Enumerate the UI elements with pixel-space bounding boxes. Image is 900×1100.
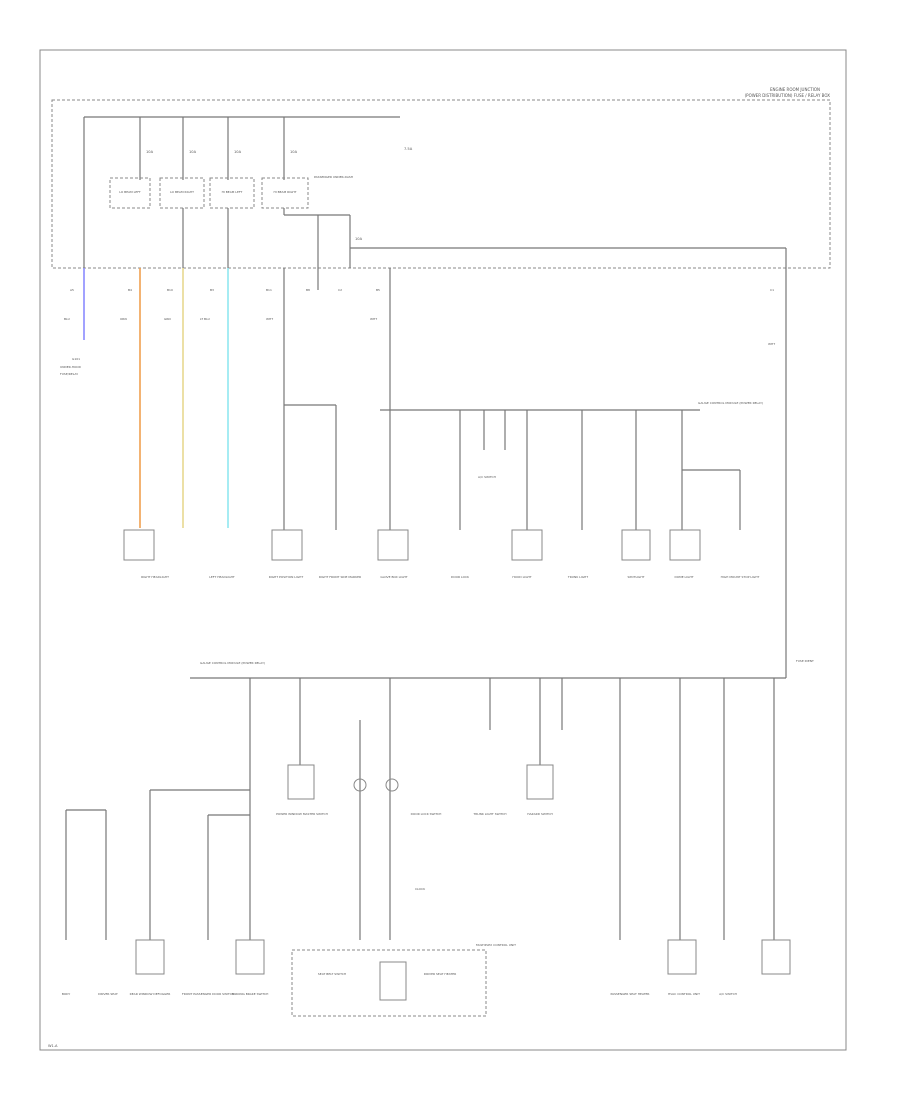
fuse-label-4: 10A bbox=[290, 150, 298, 154]
wire-color-3: GRN bbox=[164, 317, 171, 321]
ground-desc-2: FUSE/RELAY bbox=[60, 372, 78, 376]
upper-load-labels: RIGHT HEADLIGHT LEFT HEADLIGHT RIGHT POS… bbox=[141, 575, 759, 579]
module-label-2: LO BEAM RIGHT bbox=[170, 190, 194, 194]
pin-9: C1 bbox=[770, 288, 774, 292]
upper-load-8: TRUNK LIGHT bbox=[567, 575, 588, 579]
lower-load-labels: BODY DRIVER SEAT REAR WINDOW DEFOGGER FR… bbox=[62, 812, 737, 996]
pin-1: A5 bbox=[70, 288, 74, 292]
header-line2: (POWER DISTRIBUTION) FUSE / RELAY BOX bbox=[745, 93, 831, 98]
pin-2: B4 bbox=[128, 288, 132, 292]
lower-load-6: POWER WINDOW MASTER SWITCH bbox=[276, 812, 328, 816]
upper-fuse-label: 7.5A bbox=[404, 147, 413, 151]
fuse-label-1: 10A bbox=[146, 150, 154, 154]
pin-5: B11 bbox=[266, 288, 272, 292]
multiplex-unit-label: MULTIPLEX CONTROL UNIT bbox=[476, 943, 516, 947]
wire-color-2: ORN bbox=[120, 317, 127, 321]
outer-frame bbox=[39, 49, 847, 1051]
wire-color-1: BLU bbox=[64, 317, 70, 321]
lower-load-8: TRUNK LIGHT SWITCH bbox=[473, 812, 507, 816]
upper-load-6: DOOR LOCK bbox=[451, 575, 470, 579]
lower-load-9: HAZARD SWITCH bbox=[527, 812, 553, 816]
upper-load-1: RIGHT HEADLIGHT bbox=[141, 575, 169, 579]
ground-desc: UNDER-HOOD bbox=[60, 365, 82, 369]
upper-load-11: HIGH MOUNT STOP LIGHT bbox=[721, 575, 760, 579]
module-label-3: HI BEAM LEFT bbox=[222, 190, 243, 194]
module-side-label: PASSENGER UNDER-DASH bbox=[314, 175, 353, 179]
right-label: FUSE IDENT bbox=[796, 659, 814, 663]
pin-6: B8 bbox=[306, 288, 310, 292]
lower-load-4: FRONT PASSENGER DOOR SWITCH bbox=[182, 992, 234, 996]
upper-load-4: RIGHT FRONT SIDE MARKER bbox=[319, 575, 361, 579]
lower-load-10: CLOCK bbox=[415, 887, 426, 891]
wire-color-6: WHT bbox=[370, 317, 377, 321]
lower-load-13: PASSENGER SEAT HEATER bbox=[610, 992, 649, 996]
upper-load-7: HOOD LIGHT bbox=[512, 575, 531, 579]
lower-load-14: HVAC CONTROL UNIT bbox=[668, 992, 700, 996]
relay-modules: LO BEAM LEFT LO BEAM RIGHT HI BEAM LEFT … bbox=[109, 175, 353, 209]
module-label-4: HI BEAM RIGHT bbox=[273, 190, 296, 194]
lower-load-11: SEAT BELT SWITCH bbox=[318, 972, 346, 976]
lower-load-3: REAR WINDOW DEFOGGER bbox=[130, 992, 171, 996]
pin-3: B10 bbox=[167, 288, 173, 292]
lower-load-2: DRIVER SEAT bbox=[98, 992, 118, 996]
connector-pins: A5 B4 B10 B3 B11 B8 C2 B5 C1 bbox=[70, 288, 774, 292]
lower-load-12: DRIVER SEAT HEATER bbox=[424, 972, 456, 976]
ground-note: G101 bbox=[72, 357, 80, 361]
pin-8: B5 bbox=[376, 288, 380, 292]
fuse-label-3: 10A bbox=[234, 150, 242, 154]
lower-fuse-label: 10A bbox=[355, 237, 363, 241]
lower-load-15: A/C SWITCH bbox=[719, 992, 737, 996]
upper-load-10: DOME LIGHT bbox=[674, 575, 693, 579]
lower-load-7: DOOR LOCK SWITCH bbox=[411, 812, 442, 816]
wire-color-5: WHT bbox=[266, 317, 273, 321]
wire-color-7: WHT bbox=[768, 342, 775, 346]
header-line1: ENGINE ROOM JUNCTION bbox=[770, 87, 820, 92]
upper-bus-drops bbox=[459, 410, 741, 530]
upper-load-2: LEFT HEADLIGHT bbox=[209, 575, 235, 579]
lower-load-1: BODY bbox=[62, 992, 71, 996]
upper-load-9: SPOTLIGHT bbox=[628, 575, 645, 579]
upper-load-5: GLOVE BOX LIGHT bbox=[380, 575, 407, 579]
mid-splice-label: A/C SWITCH bbox=[478, 475, 496, 479]
upper-load-boxes bbox=[123, 529, 701, 561]
multiplex-unit-box bbox=[291, 949, 487, 1017]
fuse-label-2: 10A bbox=[189, 150, 197, 154]
top-wire-colors: BLU ORN GRN LT BLU WHT WHT WHT bbox=[64, 317, 775, 346]
upper-bus-label: GAUGE CONTROL MODULE (POWER RELAY) bbox=[698, 401, 763, 405]
pin-4: B3 bbox=[210, 288, 214, 292]
lower-components bbox=[135, 764, 791, 1001]
lower-bus-drops bbox=[65, 678, 775, 940]
module-label-1: LO BEAM LEFT bbox=[119, 190, 141, 194]
wire-color-4: LT BLU bbox=[200, 317, 210, 321]
fuse-row: 10A 10A 10A 10A 7.5A bbox=[139, 117, 413, 180]
lower-load-5: PARKING BRAKE SWITCH bbox=[232, 992, 269, 996]
lower-bus-label: GAUGE CONTROL MODULE (POWER RELAY) bbox=[200, 661, 265, 665]
upper-load-3: RIGHT POSITION LIGHT bbox=[269, 575, 304, 579]
footer-code: W1-A bbox=[48, 1044, 58, 1048]
pin-7: C2 bbox=[338, 288, 342, 292]
fuse-relay-box bbox=[51, 99, 831, 269]
